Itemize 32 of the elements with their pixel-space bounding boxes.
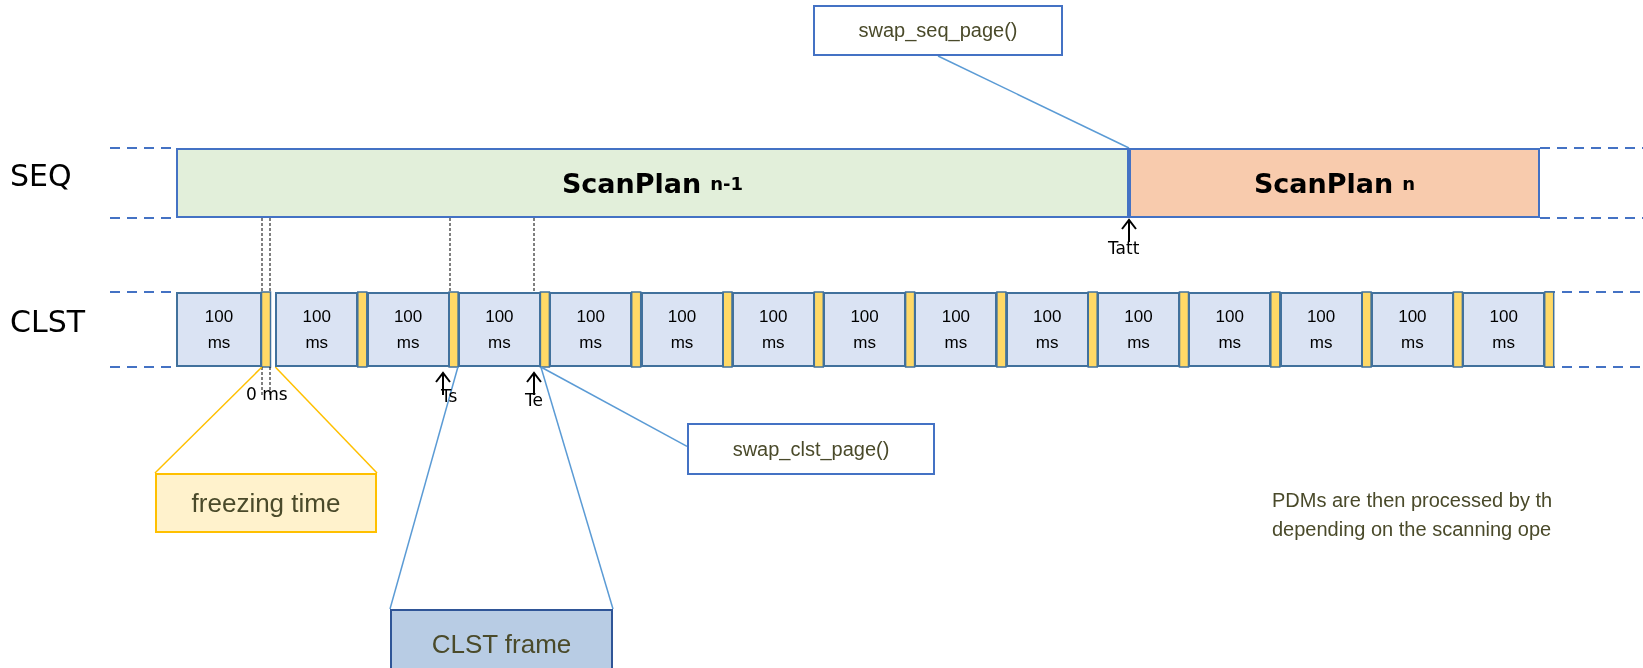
frame-slot: 100 ms [366, 292, 450, 367]
frame-slot: 100 ms [1188, 292, 1272, 367]
frame-slot: 100 ms [823, 292, 907, 367]
frame-slot: 100 ms [1370, 292, 1454, 367]
frame-slot: 100 ms [1005, 292, 1089, 367]
time-label: Te [525, 390, 543, 410]
frame-slot: 100 ms [457, 292, 541, 367]
row-label: SEQ [10, 158, 72, 193]
frame-slot: 100 ms [176, 292, 262, 367]
leader-line [274, 366, 378, 474]
frame-slot: 100 ms [1462, 292, 1546, 367]
function-callout: swap_seq_page() [813, 5, 1063, 56]
time-label: 0 ms [246, 384, 288, 404]
frame-slot: 100 ms [1279, 292, 1363, 367]
frame-slot: 100 ms [549, 292, 633, 367]
frame-slot: 100 ms [1097, 292, 1180, 367]
leader-line [540, 366, 614, 610]
frame-slot: 100 ms [914, 292, 998, 367]
frame-slot: 100 ms [731, 292, 815, 367]
frame-callout: CLST frame [390, 609, 613, 668]
leader-line [154, 366, 263, 474]
function-callout: swap_clst_page() [687, 423, 935, 475]
frame-slot: 100 ms [640, 292, 724, 367]
note-text: PDMs are then processed by th depending on the scanning ope [1272, 488, 1554, 542]
row-label: CLST [10, 304, 86, 339]
leader-line [389, 366, 459, 610]
frame-slot: 100 ms [275, 292, 359, 367]
time-label: Tatt [1108, 238, 1140, 258]
leader-line [937, 55, 1130, 149]
freezing-time-callout: freezing time [155, 473, 377, 533]
leader-line [540, 366, 688, 448]
time-label: Ts [441, 386, 458, 406]
